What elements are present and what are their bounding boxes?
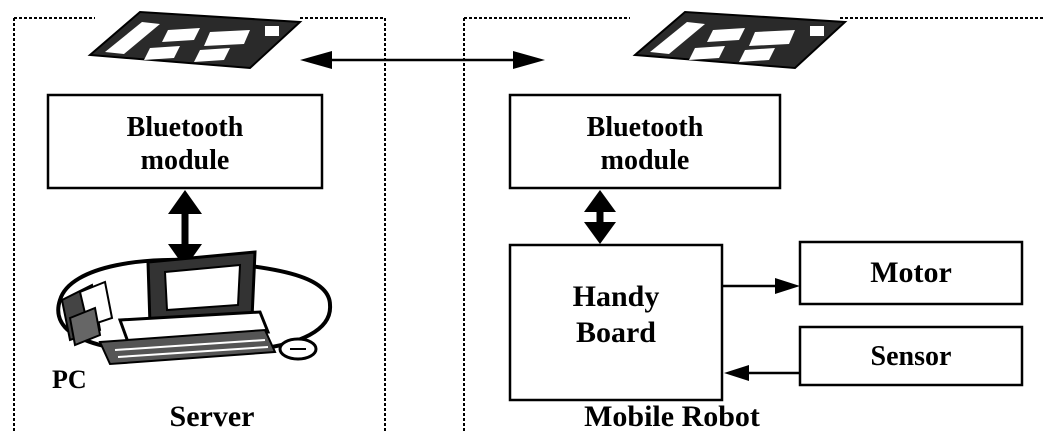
- motor-box: Motor: [800, 242, 1022, 304]
- handy-board-line2: Board: [576, 316, 656, 349]
- pc-label: PC: [52, 365, 87, 394]
- board-to-motor-arrow: [722, 278, 800, 294]
- handy-board-line1: Handy: [573, 280, 660, 313]
- sensor-to-board-arrow: [724, 365, 800, 381]
- robot-bluetooth-module: Bluetooth module: [510, 95, 780, 188]
- handy-board: Handy Board: [510, 245, 722, 400]
- motor-label: Motor: [870, 256, 952, 289]
- server-bt-line1: Bluetooth: [127, 112, 244, 143]
- wireless-link-arrow: [300, 51, 545, 69]
- robot-bt-line2: module: [601, 145, 690, 176]
- sensor-box: Sensor: [800, 327, 1022, 385]
- robot-bt-line1: Bluetooth: [587, 112, 704, 143]
- bluetooth-card-icon: [90, 12, 300, 68]
- robot-caption: Mobile Robot: [584, 400, 760, 431]
- server-bluetooth-module: Bluetooth module: [48, 95, 322, 188]
- server-caption: Server: [170, 400, 255, 431]
- server-bt-line2: module: [141, 145, 230, 176]
- sensor-label: Sensor: [871, 341, 952, 372]
- computer-icon: [58, 252, 330, 364]
- bluetooth-card-icon: [635, 12, 845, 68]
- robot-bt-board-arrow: [584, 190, 616, 244]
